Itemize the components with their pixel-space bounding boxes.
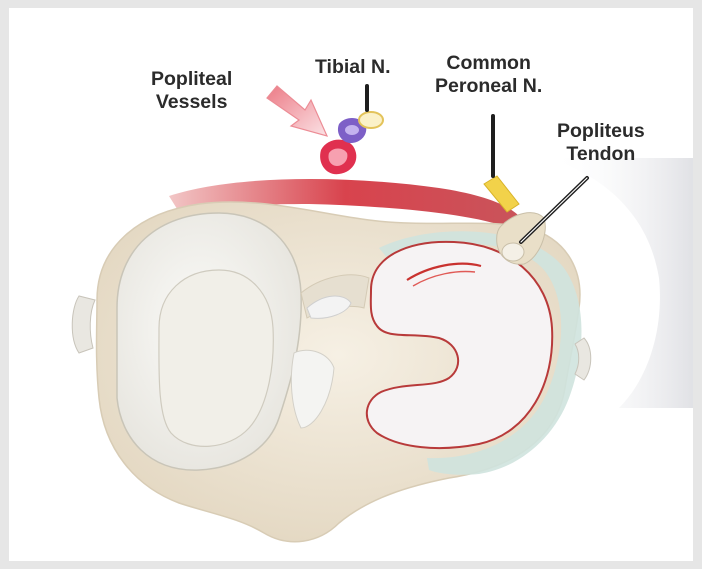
- medial-collateral-bump: [72, 296, 95, 353]
- large-pink-arrow-icon: [267, 86, 327, 136]
- popliteus-tendon-end: [502, 243, 524, 261]
- popliteal-vessels-label: Popliteal Vessels: [151, 68, 232, 114]
- diagram-frame: Popliteal Vessels Tibial N. Common Peron…: [9, 8, 693, 561]
- knee-tibial-plateau-illustration: [9, 8, 693, 561]
- tibial-nerve: [359, 112, 383, 128]
- tibial-nerve-label: Tibial N.: [315, 56, 391, 79]
- popliteus-tendon-leader-inner: [521, 178, 587, 242]
- popliteal-vein-lumen: [345, 125, 359, 135]
- popliteus-tendon-label: Popliteus Tendon: [557, 120, 645, 166]
- common-peroneal-nerve-label: Common Peroneal N.: [435, 52, 542, 98]
